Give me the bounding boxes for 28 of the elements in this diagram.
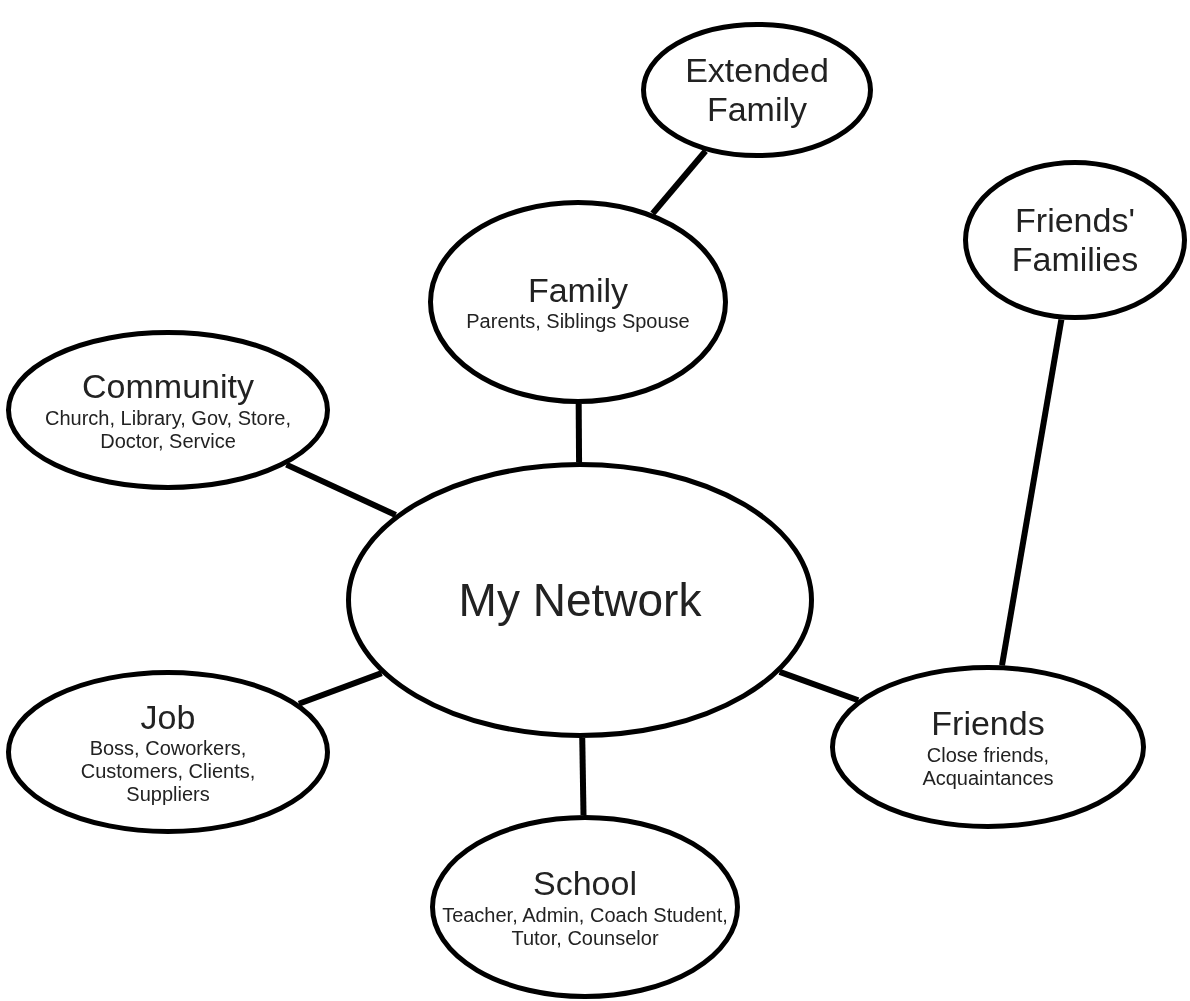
- node-description: Teacher, Admin, Coach Student, Tutor, Counselor: [441, 903, 729, 950]
- node-title: Job: [140, 697, 196, 738]
- node-description: Close friends, Acquaintances: [921, 743, 1055, 790]
- connector-line: [999, 318, 1065, 666]
- ellipse-node: [428, 200, 728, 404]
- node-title: Friends: [931, 704, 1045, 744]
- ellipse-node: [830, 665, 1146, 829]
- ellipse-node: [963, 160, 1187, 320]
- node-title: Family: [527, 270, 629, 311]
- node-description: Parents, Siblings Spouse: [466, 310, 690, 334]
- connector-line: [650, 149, 708, 216]
- node-title: My Network: [458, 573, 702, 627]
- node-title: Friends' Families: [1010, 200, 1140, 280]
- ellipse-node: [641, 22, 873, 158]
- node-description: Church, Library, Gov, Store, Doctor, Service: [44, 406, 292, 453]
- ellipse-node: [430, 815, 740, 999]
- ellipse-node: [346, 462, 814, 738]
- connector-line: [778, 669, 860, 704]
- node-title: Extended Family: [684, 50, 830, 130]
- node-title: Community: [82, 367, 254, 407]
- node-title: School: [533, 864, 637, 904]
- connector-line: [285, 461, 397, 518]
- ellipse-node: [6, 330, 330, 490]
- node-description: Boss, Coworkers, Customers, Clients, Suppliers: [79, 737, 257, 807]
- connector-line: [579, 737, 587, 816]
- ellipse-node: [6, 670, 330, 834]
- connector-line: [297, 670, 383, 707]
- connector-line: [575, 403, 583, 463]
